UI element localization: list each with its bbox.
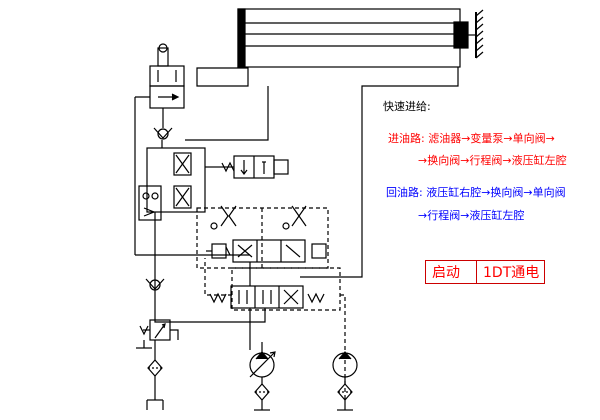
right-chamber-pipe — [300, 67, 459, 278]
pilot-directional-valve — [206, 239, 327, 263]
hydraulic-cylinder — [237, 8, 484, 68]
supply-path-line-2: →换向阀→行程阀→液压缸左腔 — [418, 154, 567, 167]
status-action: 启动 — [432, 265, 460, 281]
relief-valve — [136, 319, 179, 349]
variable-pump — [249, 351, 276, 411]
status-signal: 1DT通电 — [483, 265, 540, 281]
feed-pipe-top — [185, 86, 269, 141]
pressure-valve-block — [138, 147, 206, 221]
main-directional-valve — [209, 285, 325, 309]
left-bypass-pipe — [134, 96, 150, 255]
pilot-lines — [196, 207, 346, 400]
left-filter — [146, 359, 164, 410]
fixed-pump — [332, 351, 358, 411]
check-valve-1 — [153, 108, 173, 140]
status-divider — [476, 261, 477, 283]
pilot-throttle-valves — [210, 205, 307, 230]
left-chamber-pipe — [196, 67, 249, 87]
solenoid-valve-2pos — [220, 155, 289, 179]
status-indicator: 启动 1DT通电 — [425, 260, 545, 284]
travel-valve — [149, 43, 185, 109]
return-path-line-1: 回油路: 液压缸右腔→换向阀→单向阀 — [386, 186, 566, 199]
mid-junction-pipe — [135, 212, 250, 256]
diagram-title: 快速进给: — [383, 100, 431, 113]
return-path-line-2: →行程阀→液压缸左腔 — [418, 209, 525, 222]
check-valve-2 — [145, 278, 165, 291]
supply-path-line-1: 进油路: 滤油器→变量泵→单向阀→ — [388, 132, 555, 145]
